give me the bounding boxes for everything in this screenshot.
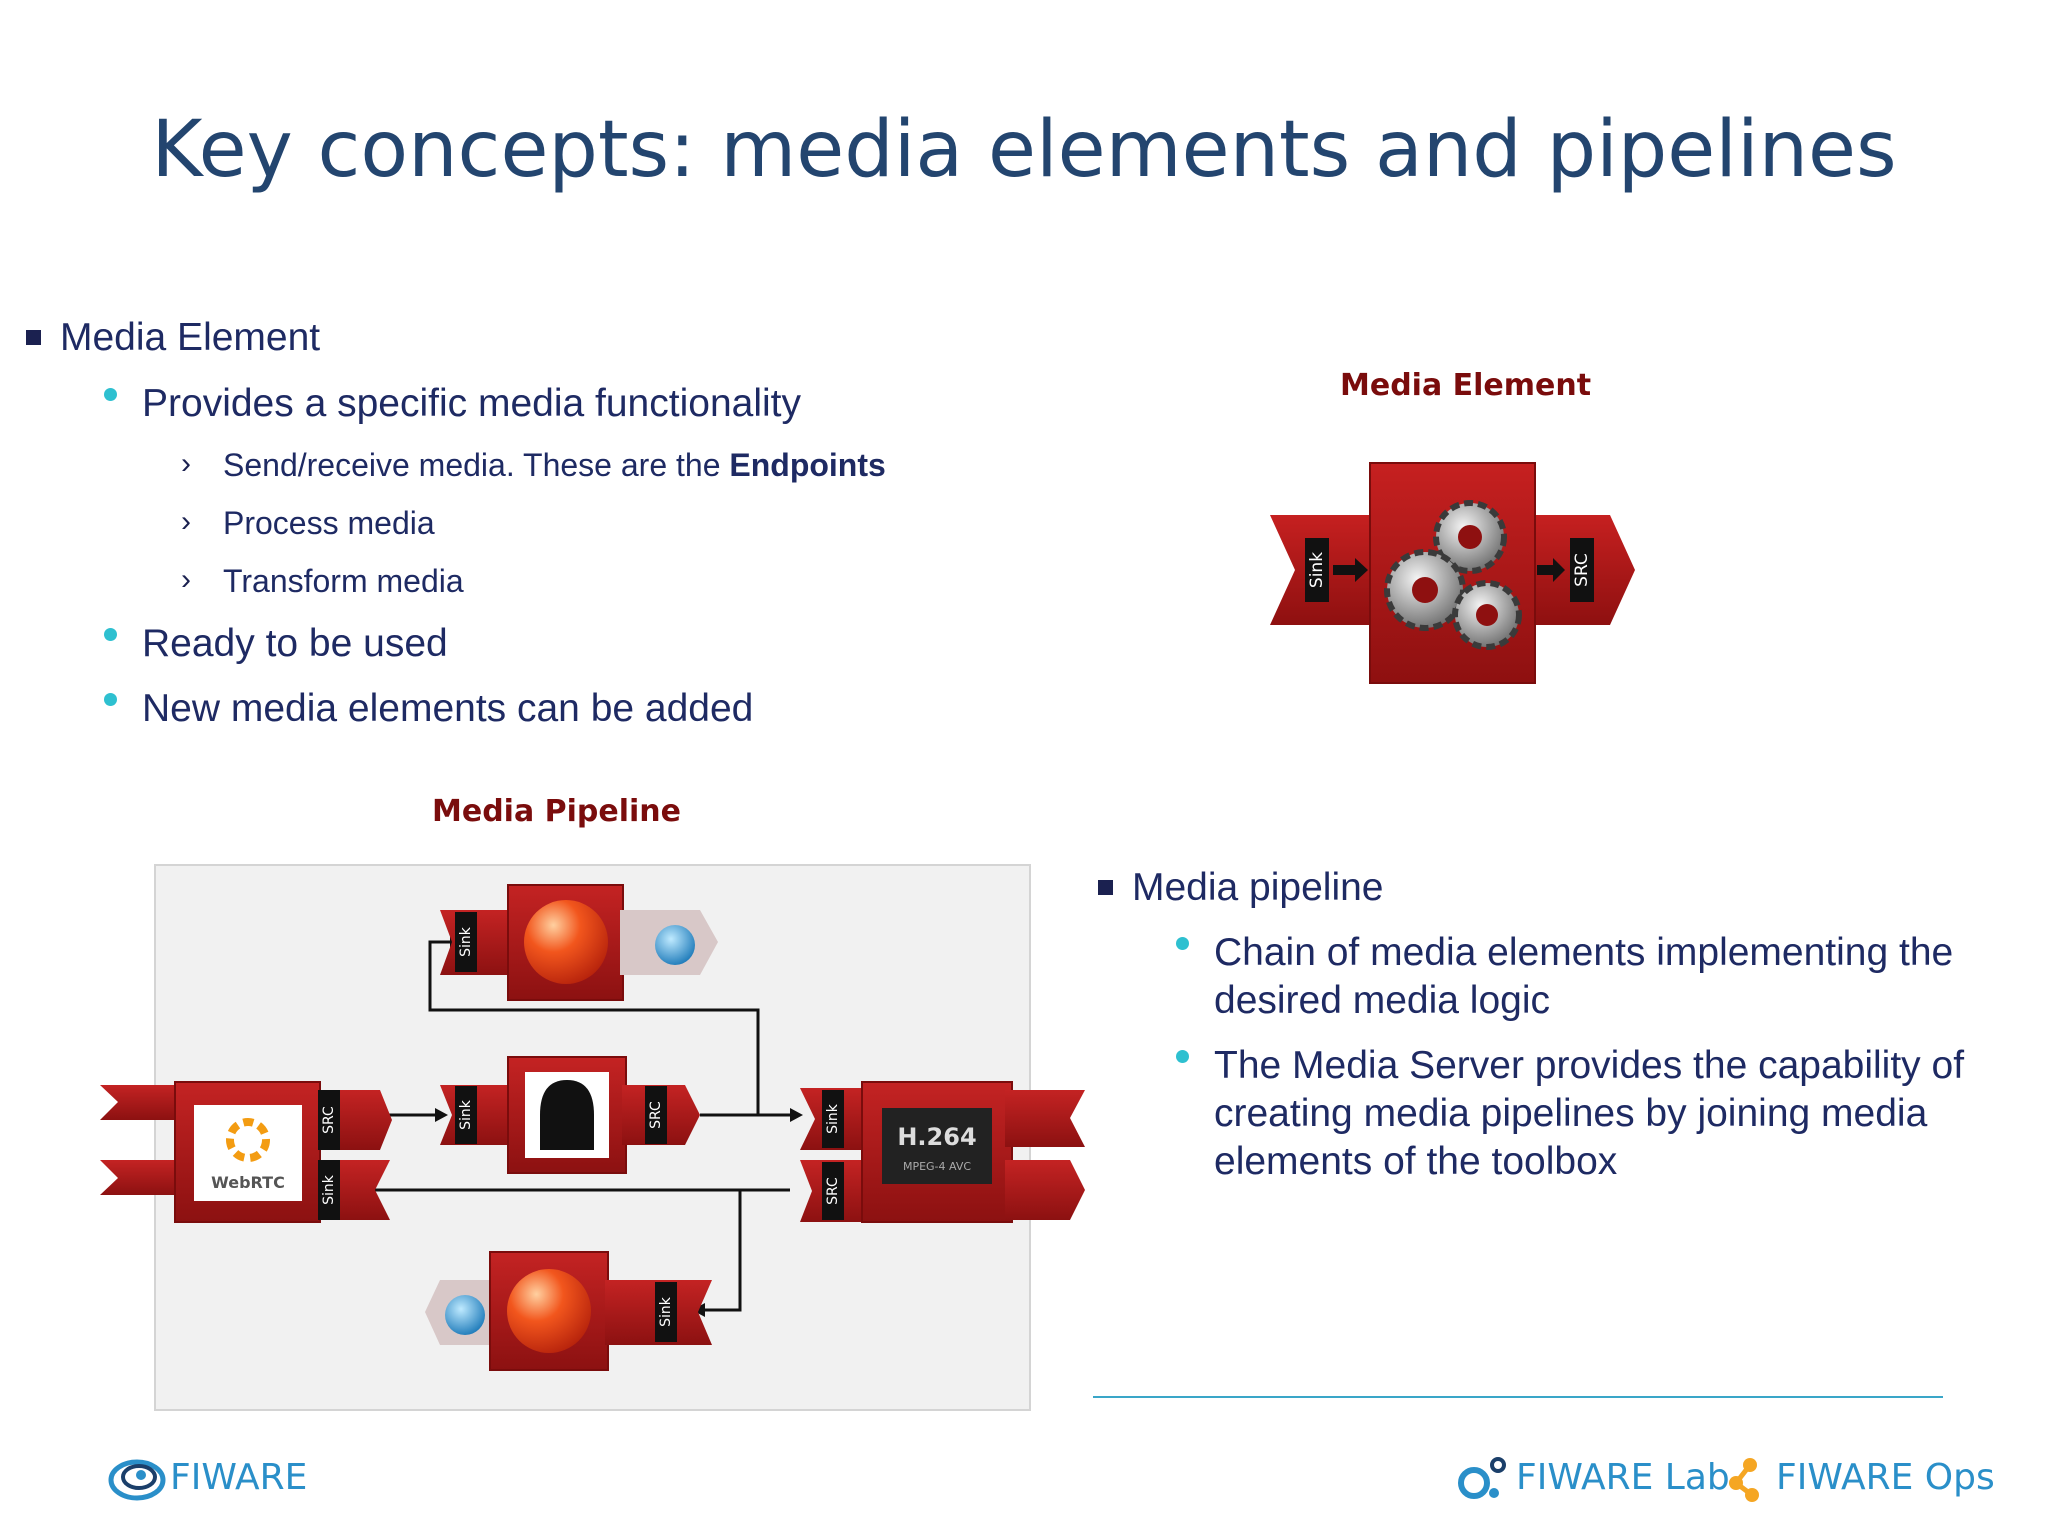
src-label: SRC [321,1106,337,1134]
sink-label: Sink [458,926,474,957]
bullet-text: Ready to be used [142,622,448,665]
bullet-text: New media elements can be added [142,687,754,730]
ball-icon [524,900,608,984]
chevron-right-icon: › [181,505,191,538]
src-tag [1570,538,1594,602]
dot-bullet-icon [1176,1050,1189,1063]
sink-label: Sink [321,1174,337,1205]
sink-label: Sink [1307,552,1327,588]
sub-item-2: › Process media [181,505,435,542]
bullet-line: desired media logic [1214,979,1551,1022]
sub-item-text: Process media [223,505,435,541]
ball-icon [507,1269,591,1353]
helmet-icon [540,1080,594,1150]
bullet-text: Provides a specific media functionality [142,382,801,425]
sink-arrow-icon [1333,558,1368,582]
fiware-ops-label: FIWARE Ops [1776,1457,1995,1498]
slide-title: Key concepts: media elements and pipelin… [151,105,1897,195]
sink-label: Sink [658,1296,674,1327]
fiware-ops-logo: FIWARE Ops [1728,1455,1995,1505]
bullet-line: elements of the toolbox [1214,1140,1618,1183]
fiware-ops-icon [1729,1458,1759,1502]
bottom-filter-element: Sink [425,1251,712,1371]
bullet-line: The Media Server provides the capability… [1214,1044,1965,1087]
fiware-text: FIWARE [170,1457,308,1498]
gears-icon [1384,500,1522,650]
top-filter-element: Sink [440,884,718,1001]
fiware-lab-logo: FIWARE Lab [1458,1455,1730,1505]
fiware-lab-icon [1458,1457,1506,1499]
h264-endpoint: Sink SRC H.264 MPEG-4 AVC [800,1081,1085,1223]
globe-icon [445,1295,485,1335]
bullet-line: Chain of media elements implementing the [1214,931,1954,974]
webrtc-logo-icon [226,1118,270,1162]
sub-item-1: › Send/receive media. These are the Endp… [181,447,886,484]
sub-item-text: Transform media [223,563,464,599]
sink-label: Sink [825,1103,841,1134]
dot-bullet-icon [104,693,117,706]
media-pipeline-diagram: WebRTC SRC Sink Sink Sink [100,864,1085,1411]
bullet-text: Media Element [60,316,321,359]
fiware-ops-text: FIWARE Ops [1776,1457,1995,1498]
media-element-diagram: Sink SRC [1270,462,1635,684]
pipeline-bullet-1: Chain of media elements implementing the… [1176,929,1954,1025]
src-label: SRC [1572,553,1592,587]
webrtc-endpoint: WebRTC SRC Sink [100,1081,392,1223]
fiware-lab-text: FIWARE Lab [1516,1457,1730,1498]
sink-tag [1305,538,1329,602]
dot-bullet-icon [104,388,117,401]
dot-bullet-icon [1176,937,1189,950]
square-bullet-icon [1098,880,1113,895]
bullet-media-pipeline: Media pipeline [1098,866,1384,910]
chevron-right-icon: › [181,447,191,480]
bullet-line: creating media pipelines by joining medi… [1214,1092,1928,1135]
sub-item-text: Send/receive media. These are the [223,447,730,483]
fiware-logo: FIWARE [108,1455,308,1505]
chevron-right-icon: › [181,563,191,596]
bullet-text: Media pipeline [1132,866,1384,909]
h264-sublabel: MPEG-4 AVC [903,1160,971,1173]
bullet-item-1: Provides a specific media functionality [104,380,801,428]
pipeline-bullet-2: The Media Server provides the capability… [1176,1042,1965,1186]
media-pipeline-caption: Media Pipeline [432,794,682,829]
sub-item-3: › Transform media [181,563,464,600]
bullet-item-2: Ready to be used [104,620,448,668]
webrtc-label: WebRTC [211,1173,285,1192]
footer-divider [1093,1396,1943,1398]
h264-label: H.264 [897,1123,976,1151]
globe-icon [655,925,695,965]
src-arrow-icon [1537,558,1565,582]
dot-bullet-icon [104,628,117,641]
src-label: SRC [648,1101,664,1129]
bullet-item-3: New media elements can be added [104,685,754,733]
middle-filter-element: Sink SRC [440,1056,700,1174]
src-label: SRC [825,1177,841,1205]
fiware-swirl-icon [108,1459,166,1501]
sink-label: Sink [458,1099,474,1130]
pipeline-connectors [370,940,790,1312]
bullet-media-element: Media Element [26,316,321,360]
square-bullet-icon [26,330,41,345]
media-element-caption: Media Element [1340,368,1592,403]
endpoints-bold: Endpoints [729,447,886,483]
